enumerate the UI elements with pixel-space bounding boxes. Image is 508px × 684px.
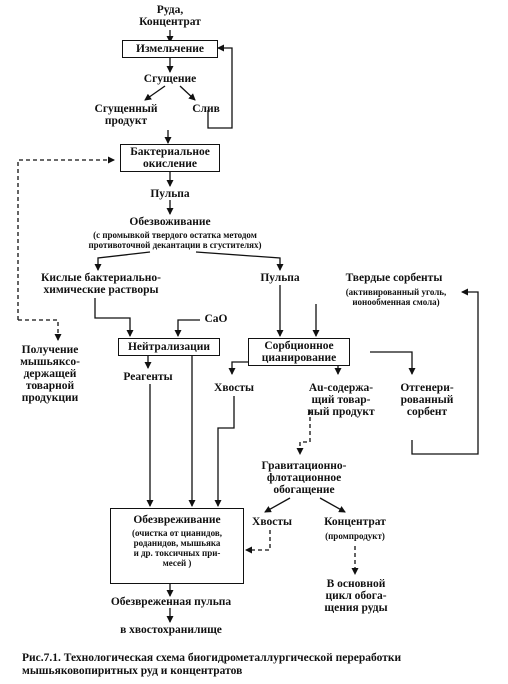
dashed-au-gravity <box>296 410 311 455</box>
arrow-tailings-detox <box>214 396 235 507</box>
tailings-label-1: Хвосты <box>214 382 254 394</box>
bacterial-oxidation-label: Бактериальное окисление <box>130 146 210 170</box>
detox-note: (очистка от цианидов, роданидов, мышьяка… <box>132 528 222 568</box>
gravity-flotation-label: Гравитационно- флотационное обогащение <box>261 460 347 496</box>
dashed-recycle-bacterial <box>17 156 115 320</box>
arrow-regen-sorbents <box>411 288 479 455</box>
grinding-box <box>122 40 218 58</box>
arsenic-product-label: Получение мышьяксо- держащей товарной пр… <box>20 344 80 404</box>
pulp-label-2: Пульпа <box>260 272 300 284</box>
tailings-label-2: Хвосты <box>252 516 292 528</box>
regenerated-sorbent-label: Отгенери- рованный сорбент <box>400 382 454 418</box>
bacterial-oxidation-box <box>120 144 220 172</box>
dashed-tailings-detox <box>245 530 271 554</box>
detox-pulp-label: Обезвреженная пульпа <box>110 596 232 608</box>
overflow-label: Слив <box>192 103 220 115</box>
concentrate-label: Концентрат <box>324 516 386 528</box>
grinding-label: Измельчение <box>136 43 204 55</box>
cao-label: СаО <box>204 313 228 325</box>
solid-sorbents-label: Твердые сорбенты <box>345 272 443 284</box>
dashed-acid-arsenic <box>18 319 62 341</box>
arrow-overflow-recycle <box>207 44 233 129</box>
au-product-label: Au-содержа- щий товар- ный продукт <box>307 382 375 418</box>
solid-sorbents-note: (активированный уголь, ионообменная смол… <box>345 287 447 307</box>
arrow-gravity-tailings <box>264 497 291 513</box>
figure-caption: Рис.7.1. Технологическая схема биогидром… <box>22 652 402 677</box>
neutralization-box <box>118 338 220 356</box>
arrow-dewatering-acid <box>94 251 151 271</box>
arrow-thickening-product <box>144 85 166 101</box>
arrow-acid-neutralization <box>94 298 134 337</box>
dewatering-label: Обезвоживание <box>129 216 211 228</box>
reagents-label: Реагенты <box>123 371 173 383</box>
arrow-thickening-overflow <box>179 85 196 101</box>
pulp-label-1: Пульпа <box>150 188 190 200</box>
thickening-label: Сгущение <box>143 73 197 85</box>
detox-box <box>110 508 244 584</box>
ore-label: Руда, Концентрат <box>139 4 201 28</box>
detox-label: Обезвреживание <box>133 514 221 526</box>
sorption-box <box>248 338 350 366</box>
sorption-label: Сорбционное цианирование <box>261 340 337 364</box>
thickened-product-label: Сгущенный продукт <box>94 103 158 127</box>
arrow-cao-neutralization <box>174 319 200 337</box>
concentrate-note: (промпродукт) <box>325 531 385 541</box>
arrow-dewatering-pulp <box>195 251 284 271</box>
arrow-gravity-concentrate <box>319 497 346 513</box>
neutralization-label: Нейтрализации <box>127 341 211 353</box>
main-cycle-label: В основной цикл обога- щения руды <box>324 578 388 614</box>
acid-solutions-label: Кислые бактериально- химические растворы <box>41 272 161 296</box>
arrow-sorption-regen <box>370 351 416 375</box>
dewatering-note: (с промывкой твердого остатка методом пр… <box>88 230 262 250</box>
tailings-storage-label: в хвостохранилище <box>120 624 222 636</box>
